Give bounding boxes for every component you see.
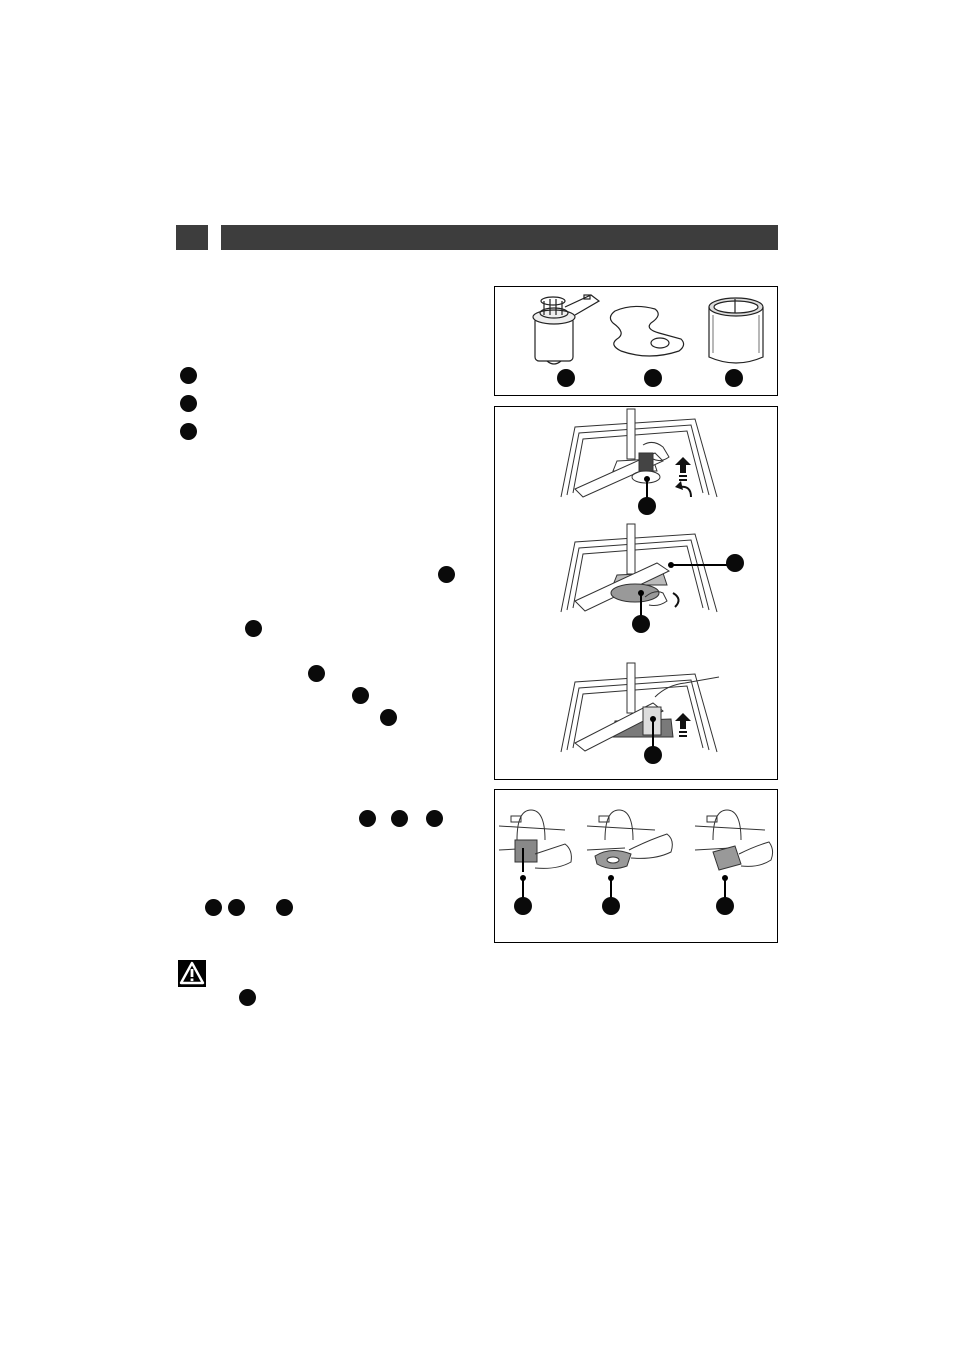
arrow-up-icon [675, 457, 691, 481]
turn-arrow-icon [672, 592, 680, 608]
ref-marker [359, 810, 376, 827]
step-lift-and-turn [560, 408, 718, 498]
ref-marker [426, 810, 443, 827]
ref-marker [276, 899, 293, 916]
rinse-under-tap-figure [494, 789, 778, 943]
ref-marker [391, 810, 408, 827]
step-pull-out [560, 662, 720, 753]
micro-filter-illustration [708, 297, 764, 364]
rinse-cylindrical-filter [498, 809, 572, 872]
bullet-marker [180, 423, 197, 440]
flat-filter-illustration [609, 305, 685, 357]
rinse-micro-filter [694, 809, 774, 871]
ref-marker [228, 899, 245, 916]
removal-steps-figure [494, 406, 778, 780]
bullet-marker [180, 395, 197, 412]
ref-marker [380, 709, 397, 726]
filter-parts-figure [494, 286, 778, 396]
rinse-flat-filter [586, 809, 673, 870]
cylindrical-filter-illustration [532, 294, 601, 365]
header-section-tab [176, 225, 208, 250]
ref-marker [245, 620, 262, 637]
bullet-marker [180, 367, 197, 384]
step-unlock-handle [560, 523, 718, 613]
ref-marker [239, 989, 256, 1006]
header-title-bar [221, 225, 778, 250]
ref-marker [205, 899, 222, 916]
ref-marker [352, 687, 369, 704]
warning-triangle-icon [178, 960, 206, 987]
ref-marker [308, 665, 325, 682]
ref-marker [438, 566, 455, 583]
arrow-up-icon [675, 713, 691, 737]
